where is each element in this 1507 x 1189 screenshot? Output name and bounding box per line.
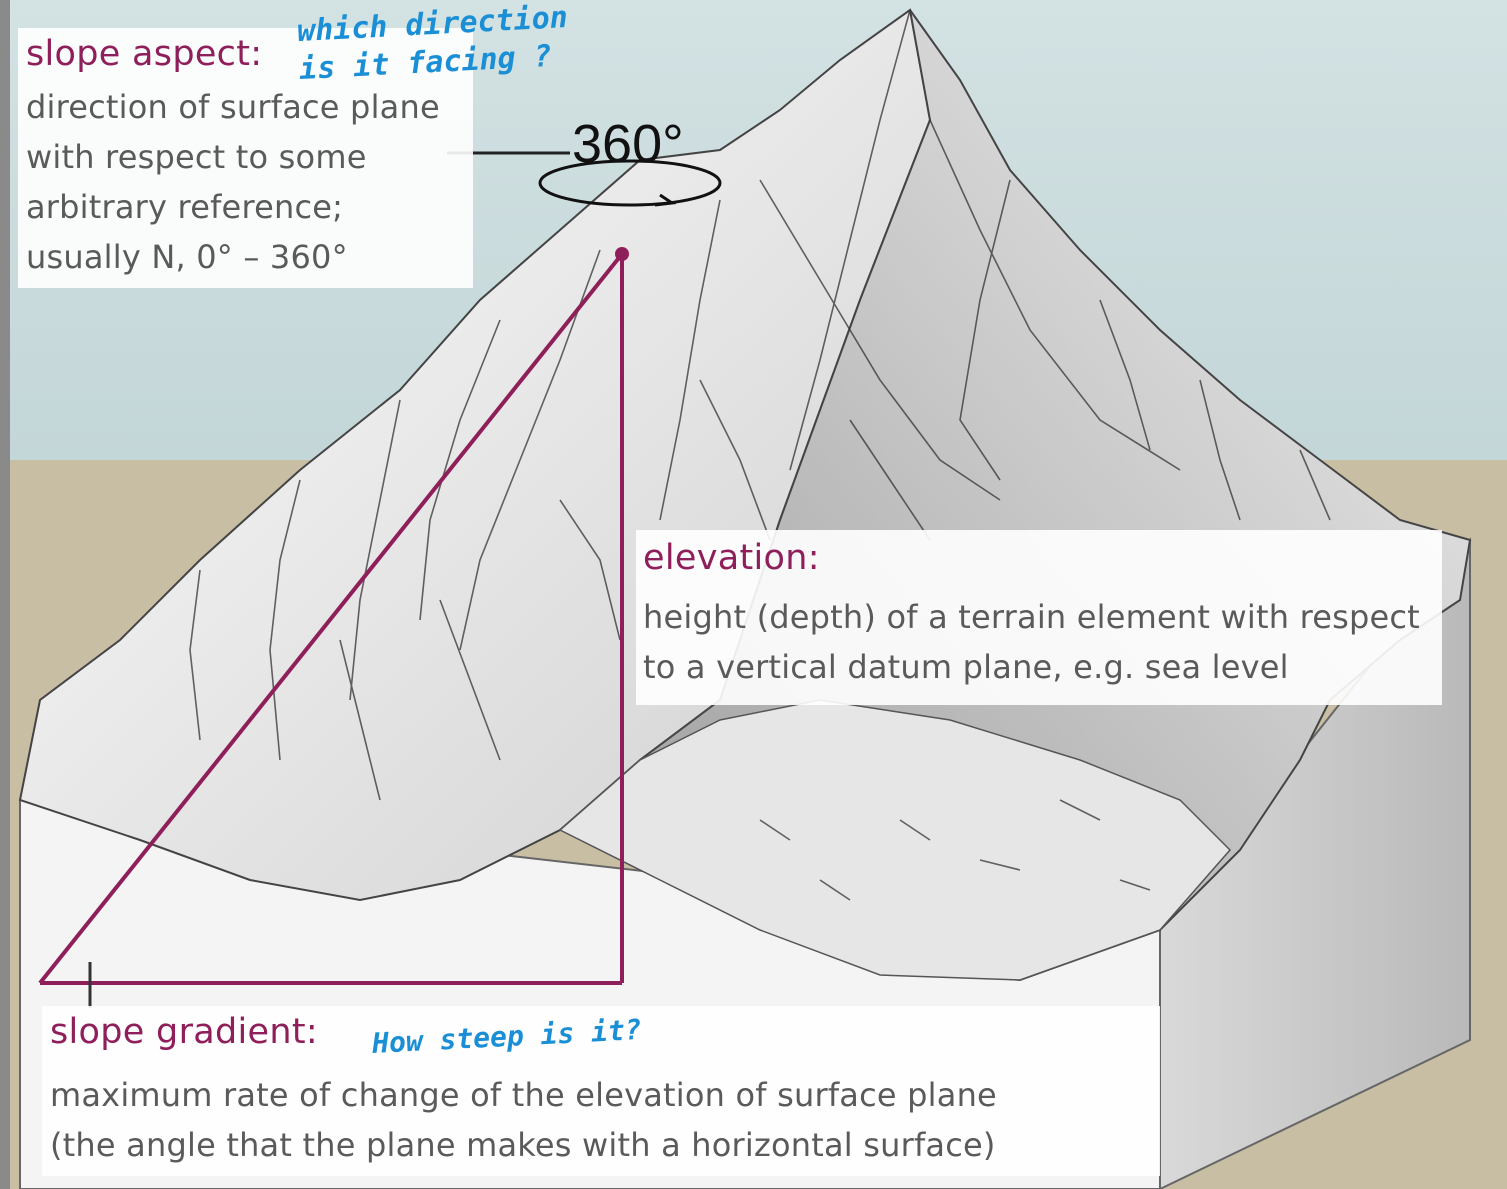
slope-gradient-description: maximum rate of change of the elevation … xyxy=(50,1070,1160,1170)
rotation-arrow-icon xyxy=(538,159,722,207)
elevation-term: elevation: xyxy=(643,538,820,578)
elevation-line: to a vertical datum plane, e.g. sea leve… xyxy=(643,648,1289,686)
slope-aspect-line: usually N, 0° – 360° xyxy=(26,238,348,276)
slope-aspect-description: direction of surface plane with respect … xyxy=(26,82,473,282)
summit-point xyxy=(615,247,629,261)
slope-gradient-panel: slope gradient: maximum rate of change o… xyxy=(42,1006,1160,1176)
slope-gradient-line: (the angle that the plane makes with a h… xyxy=(50,1126,996,1164)
rock-texture xyxy=(189,9,1331,901)
slope-triangle xyxy=(38,252,624,985)
slope-aspect-handwritten-note: which direction is it facing ? xyxy=(296,0,570,87)
elevation-description: height (depth) of a terrain element with… xyxy=(643,592,1442,692)
elevation-panel: elevation: height (depth) of a terrain e… xyxy=(636,530,1442,705)
slope-aspect-panel: slope aspect: direction of surface plane… xyxy=(18,28,473,288)
slope-aspect-line: with respect to some xyxy=(26,138,367,176)
slope-aspect-term: slope aspect: xyxy=(26,34,263,74)
elevation-line: height (depth) of a terrain element with… xyxy=(643,598,1420,636)
slope-aspect-line: direction of surface plane xyxy=(26,88,440,126)
slope-gradient-line: maximum rate of change of the elevation … xyxy=(50,1076,997,1114)
triangle-hypotenuse xyxy=(38,252,624,985)
slope-gradient-term: slope gradient: xyxy=(50,1012,318,1052)
degree-label: 360° xyxy=(572,114,684,174)
left-edge-strip xyxy=(0,0,10,1189)
slope-aspect-line: arbitrary reference; xyxy=(26,188,344,226)
